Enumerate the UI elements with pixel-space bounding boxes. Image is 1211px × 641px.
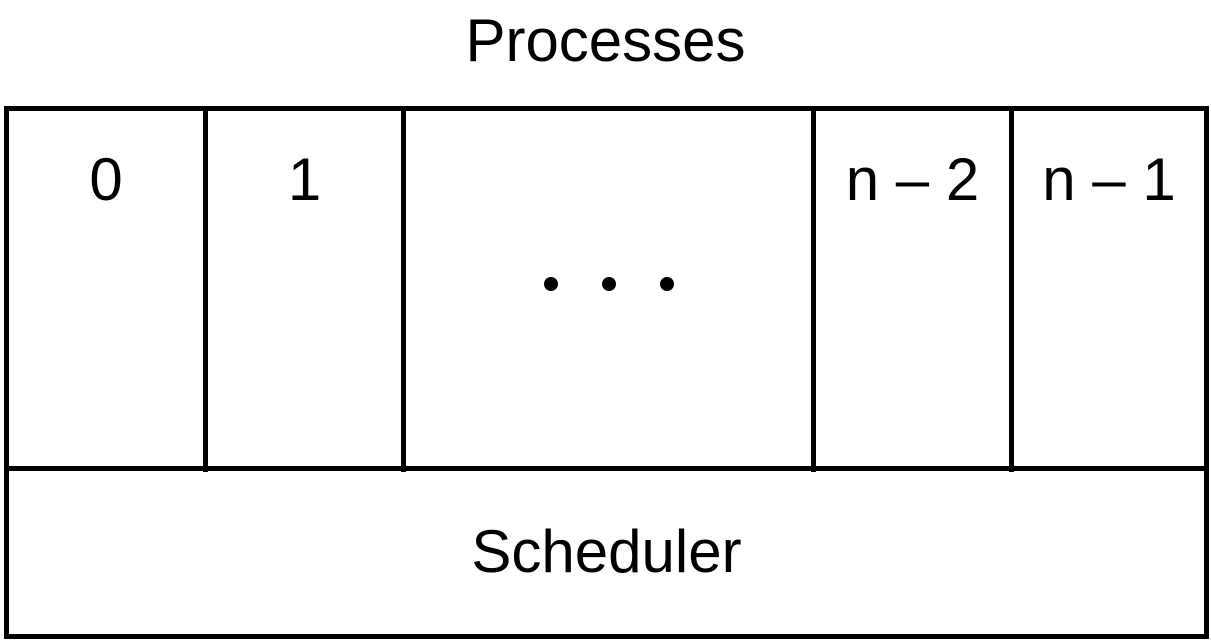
scheduler-box: Scheduler (4, 466, 1209, 639)
process-cell-1: 1 (203, 111, 401, 472)
process-label-0: 0 (89, 146, 123, 213)
ellipsis-dot (601, 277, 616, 291)
ellipsis-dot (659, 277, 674, 291)
process-cell-n-minus-1: n – 1 (1009, 111, 1204, 472)
process-cell-n-minus-2: n – 2 (811, 111, 1009, 472)
process-cell-0: 0 (9, 111, 203, 472)
scheduler-label: Scheduler (471, 518, 742, 585)
diagram-title: Processes (465, 7, 746, 74)
process-label-1: 1 (287, 146, 322, 213)
process-label-n-minus-2: n – 2 (845, 146, 980, 213)
process-label-n-minus-1: n – 1 (1042, 146, 1176, 213)
process-cell-ellipsis (401, 111, 811, 472)
processes-row: 0 1 n – 2 n – 1 (4, 106, 1209, 472)
ellipsis-icon (406, 277, 811, 291)
ellipsis-dot (543, 277, 558, 291)
